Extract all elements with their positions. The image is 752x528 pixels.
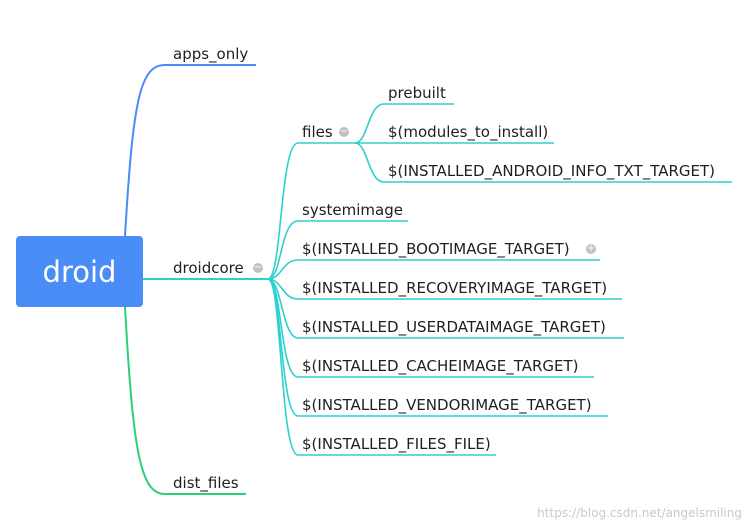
connector-bootimage: [267, 259, 299, 280]
connector-files-file: [267, 278, 299, 456]
connector-prebuilt: [354, 103, 385, 144]
node-systemimage[interactable]: systemimage: [302, 201, 403, 219]
node-cacheimage[interactable]: $(INSTALLED_CACHEIMAGE_TARGET): [302, 357, 579, 375]
files-children-connectors: [354, 103, 385, 183]
connector-dist-files: [124, 306, 166, 495]
node-apps-only[interactable]: apps_only: [173, 45, 249, 63]
connector-android-info: [354, 142, 385, 183]
node-prebuilt[interactable]: prebuilt: [388, 84, 446, 102]
connector-vendorimage: [267, 278, 299, 417]
node-bootimage[interactable]: $(INSTALLED_BOOTIMAGE_TARGET): [302, 240, 570, 258]
root-node-droid[interactable]: droid: [16, 236, 143, 307]
node-recoveryimage[interactable]: $(INSTALLED_RECOVERYIMAGE_TARGET): [302, 279, 608, 297]
root-label: droid: [42, 254, 117, 289]
connector-apps-only: [124, 64, 166, 237]
connector-files: [267, 142, 299, 280]
collapse-files-icon[interactable]: −: [339, 126, 349, 137]
node-files-file[interactable]: $(INSTALLED_FILES_FILE): [302, 435, 491, 453]
node-files[interactable]: files: [302, 123, 333, 141]
connector-systemimage: [267, 220, 299, 280]
node-userdataimage[interactable]: $(INSTALLED_USERDATAIMAGE_TARGET): [302, 318, 606, 336]
droidcore-children-underlines: [298, 142, 624, 456]
collapse-droidcore-icon[interactable]: −: [253, 262, 263, 273]
files-children-underlines: [384, 103, 732, 183]
node-modules-to-install[interactable]: $(modules_to_install): [388, 123, 549, 141]
node-droidcore[interactable]: droidcore: [173, 259, 244, 277]
node-android-info[interactable]: $(INSTALLED_ANDROID_INFO_TXT_TARGET): [388, 162, 716, 180]
node-dist-files[interactable]: dist_files: [173, 474, 239, 492]
expand-bootimage-icon[interactable]: +: [586, 243, 596, 254]
node-vendorimage[interactable]: $(INSTALLED_VENDORIMAGE_TARGET): [302, 396, 592, 414]
watermark: https://blog.csdn.net/angelsmiling: [537, 506, 742, 520]
droidcore-children-connectors: [267, 142, 299, 456]
